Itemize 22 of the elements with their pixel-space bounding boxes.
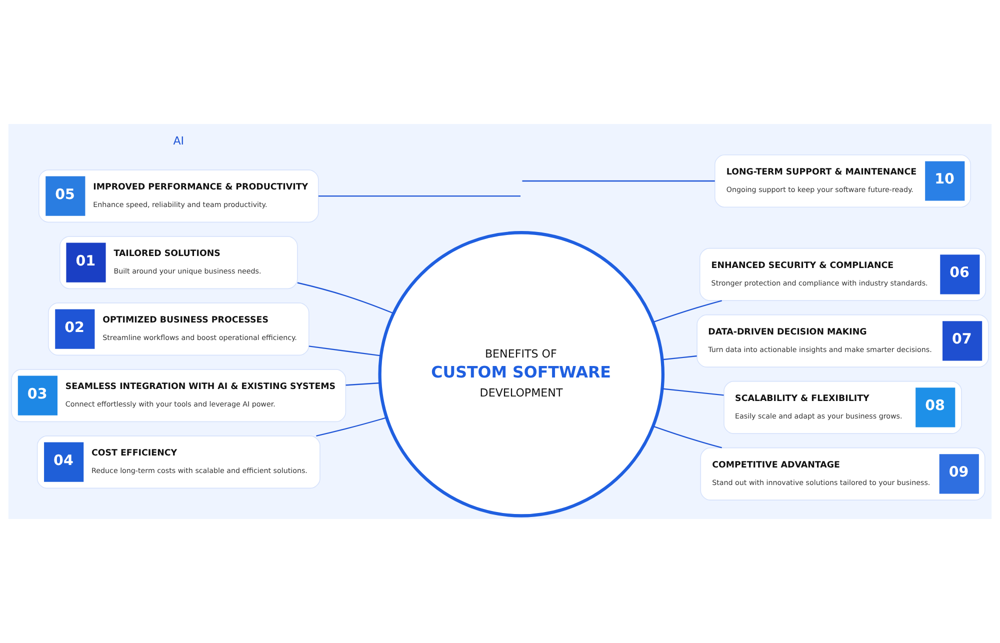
connector xyxy=(318,195,520,197)
connector xyxy=(522,180,715,182)
node-box: 04 COST EFFICIENCY Reduce long-term costs with scalable and efficient solutions. xyxy=(36,436,320,489)
connector xyxy=(316,417,387,436)
node-box: 03 SEAMLESS INTEGRATION WITH AI & EXISTING SYSTEMS Connect effortlessly with your tools and leverage AI power. xyxy=(11,369,346,422)
node-box: ENHANCED SECURITY & COMPLIANCE Stronger protection and compliance with industry standards. 06 xyxy=(699,248,986,301)
label: AI xyxy=(173,134,184,148)
node-box: 02 OPTIMIZED BUSINESS PROCESSES Streamline workflows and boost operational efficiency. xyxy=(48,302,310,356)
node-circle: BENEFITS OF CUSTOM SOFTWARE DEVELOPMENT xyxy=(378,231,665,518)
node-box: COMPETITIVE ADVANTAGE Stand out with innovative solutions tailored to your business. 09 xyxy=(700,447,986,500)
node-box: SCALABILITY & FLEXIBILITY Easily scale and adapt as your business grows. 08 xyxy=(724,380,962,434)
connector xyxy=(308,346,381,356)
node-box: LONG-TERM SUPPORT & MAINTENANCE Ongoing support to keep your software future-ready. 10 xyxy=(714,154,971,208)
connector xyxy=(662,388,724,396)
node-box: 05 IMPROVED PERFORMANCE & PRODUCTIVITY Enhance speed, reliability and team productivity. xyxy=(38,170,319,223)
node-box: 01 TAILORED SOLUTIONS Built around your unique business needs. xyxy=(59,236,298,290)
connector xyxy=(346,382,380,386)
connector xyxy=(662,355,697,360)
node-box: DATA-DRIVEN DECISION MAKING Turn data into actionable insights and make smarter decisions. 07 xyxy=(696,314,989,368)
connector xyxy=(653,426,722,448)
connector xyxy=(653,300,722,323)
connector xyxy=(297,282,394,314)
